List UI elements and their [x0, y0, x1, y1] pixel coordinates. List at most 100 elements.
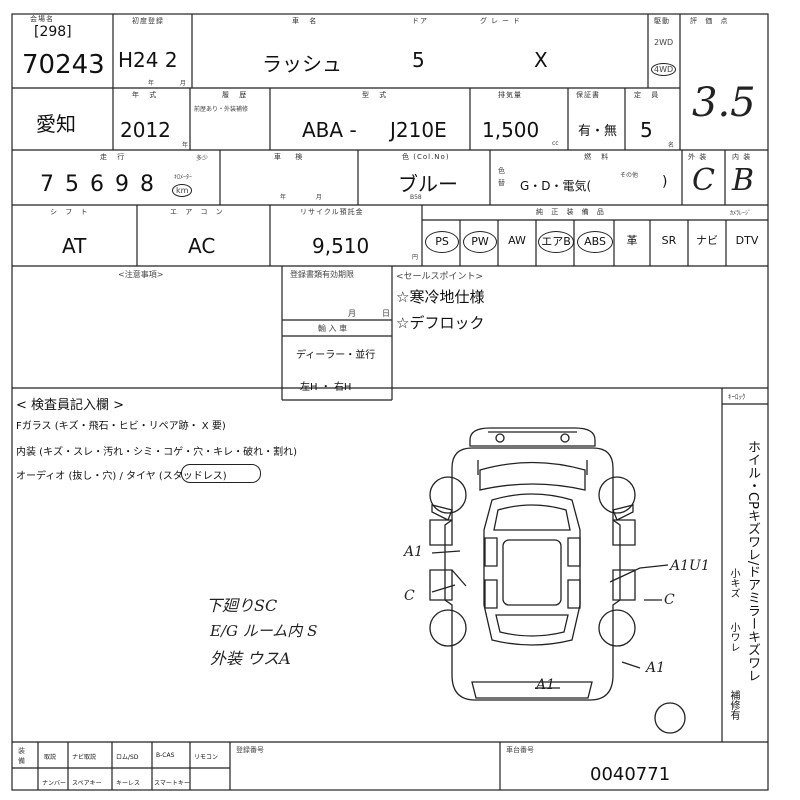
region: 愛知 — [36, 112, 76, 136]
caution-label: <注意事項> — [118, 270, 164, 279]
reg-number-label: 登録番号 — [236, 746, 264, 754]
damage-mark-left-front: A1 — [404, 544, 424, 560]
capacity: 5 — [640, 118, 653, 142]
studless-circle — [181, 464, 261, 483]
color-value: ブルー — [398, 172, 458, 196]
car-name: ラッシュ — [262, 52, 342, 76]
cc-unit: cc — [552, 140, 559, 147]
model-prefix: ABA - — [302, 118, 357, 142]
history-note: 前歴あり・外装補修 — [194, 106, 249, 113]
drive-4wd: 4WD — [651, 63, 677, 76]
mirror-small-crack: 小ワレ — [728, 622, 739, 652]
drive-label: 駆動 — [654, 17, 670, 25]
fuel-close: ) — [662, 174, 668, 190]
warranty-label: 保証書 — [576, 91, 600, 99]
history-label: 履 歴 — [222, 91, 251, 99]
doors-label: ドア — [412, 17, 428, 25]
shaken-unit: 年 月 — [280, 194, 336, 201]
venue-code: [298] — [34, 24, 72, 40]
grade-value: X — [534, 48, 548, 72]
mileage-label: 走 行 — [100, 153, 129, 161]
color-code: B58 — [410, 194, 422, 201]
chassis-label: 車台番号 — [506, 746, 534, 754]
car-diagram — [429, 427, 686, 734]
inspection-title: < 検査員記入欄 > — [16, 398, 125, 413]
right-vertical-note: ホイル・CPキズワレ/ドアミラーキズワレ — [745, 440, 760, 683]
shift-value: AT — [62, 234, 87, 258]
color-label: 色 (Col.No) — [402, 153, 450, 161]
model-year-label: 年 式 — [132, 91, 161, 99]
fuel-value: G・D・電気( — [520, 179, 592, 193]
equip-ps: PS — [425, 231, 459, 253]
recycle-value: 9,510 — [312, 234, 370, 258]
reg-month-label: 月 — [348, 309, 356, 318]
sales-label: <セールスポイント> — [396, 272, 484, 282]
footer-keyless: キーレス — [116, 780, 141, 787]
equip-leather: 革 — [626, 234, 638, 247]
equip-label: 純 正 装 備 品 — [536, 208, 607, 216]
fuel-other: その他 — [620, 172, 639, 179]
footer-rom-sd: ロム/SD — [116, 754, 139, 761]
footer-number: ナンバー — [42, 780, 67, 787]
mirror-small-scratch: 小キズ — [728, 568, 739, 598]
score-value: 3.5 — [692, 80, 756, 126]
reg-expiry-label: 登録書類有効期限 — [290, 270, 354, 279]
color-change-label: 色替 — [498, 167, 505, 187]
venue-label: 会場名 — [30, 15, 54, 23]
sales-point-2: ☆デフロック — [396, 314, 485, 332]
doors-value: 5 — [412, 48, 425, 72]
equip-aw: AW — [508, 234, 526, 247]
handwritten-note-3: 外装 ウスA — [210, 649, 291, 668]
footer-equip-label: 装備 — [18, 747, 25, 765]
equip-sunroof: SR — [661, 234, 677, 247]
car-name-label: 車 名 — [292, 17, 321, 25]
mileage-note: 多少 — [196, 155, 209, 162]
equip-navi: ナビ — [696, 234, 718, 247]
footer-navi-manual: ナビ取説 — [72, 754, 97, 761]
recycle-unit: 円 — [412, 254, 419, 261]
import-label: 輸 入 車 — [318, 324, 348, 333]
exterior-value: C — [692, 163, 715, 198]
first-reg-label: 初度登録 — [132, 17, 164, 25]
warranty-value: 有・無 — [578, 124, 618, 139]
shaken-label: 車 検 — [274, 153, 309, 161]
inspection-line-3: オーディオ (抜し・穴) / タイヤ (スタッドレス) — [16, 471, 227, 482]
damage-mark-right-rear: C — [664, 592, 675, 608]
first-reg-value: H24 2 — [118, 48, 178, 72]
drive-2wd: 2WD — [654, 38, 674, 47]
capacity-label: 定 員 — [634, 91, 663, 99]
model-label: 型 式 — [362, 91, 391, 99]
year-unit: 年 — [182, 142, 189, 149]
damage-mark-rear: A1 — [536, 677, 556, 693]
score-label: 評 価 点 — [690, 17, 731, 25]
mirror-repair: 補修有 — [728, 690, 739, 720]
reg-day-label: 日 — [382, 309, 390, 318]
handwritten-note-1: 下廻りSC — [206, 596, 278, 615]
inspection-line-2: 内装 (キズ・スレ・汚れ・シミ・コゲ・穴・キレ・破れ・割れ) — [16, 447, 297, 458]
mileage-value: 7 5 6 9 8 — [40, 172, 156, 197]
ac-value: AC — [188, 234, 216, 258]
model-code: J210E — [390, 118, 447, 142]
footer-smart-key: スマートキー — [154, 780, 190, 787]
interior-value: B — [732, 163, 755, 198]
equip-abs: ABS — [577, 231, 613, 253]
damage-mark-left-rear: C — [404, 588, 415, 604]
first-reg-unit: 年 月 — [148, 80, 198, 87]
footer-spare-key: スペアキー — [72, 780, 102, 787]
mileage-unit-label: ｷﾛﾒｰﾀｰ — [174, 174, 193, 181]
chassis-number: 0040771 — [590, 764, 671, 785]
displacement-label: 排気量 — [498, 91, 522, 99]
mileage-unit: km — [172, 184, 193, 197]
footer-remote: リモコン — [194, 754, 219, 761]
exterior-label: 外 装 — [688, 153, 708, 161]
handle-value: 左H ・ 右H — [300, 382, 352, 393]
grade-label: グレード — [480, 17, 524, 25]
model-year: 2012 — [120, 118, 171, 142]
interior-label: 内 装 — [732, 153, 752, 161]
lot-number: 70243 — [22, 50, 105, 80]
damage-mark-rear-corner: A1 — [646, 660, 666, 676]
keylock-label: ｷｰﾛｯｸ — [728, 393, 746, 401]
shift-label: シ フ ト — [50, 208, 91, 216]
inspection-line-1: Fガラス (キズ・飛石・ヒビ・リペア跡・ X 要) — [16, 421, 226, 432]
